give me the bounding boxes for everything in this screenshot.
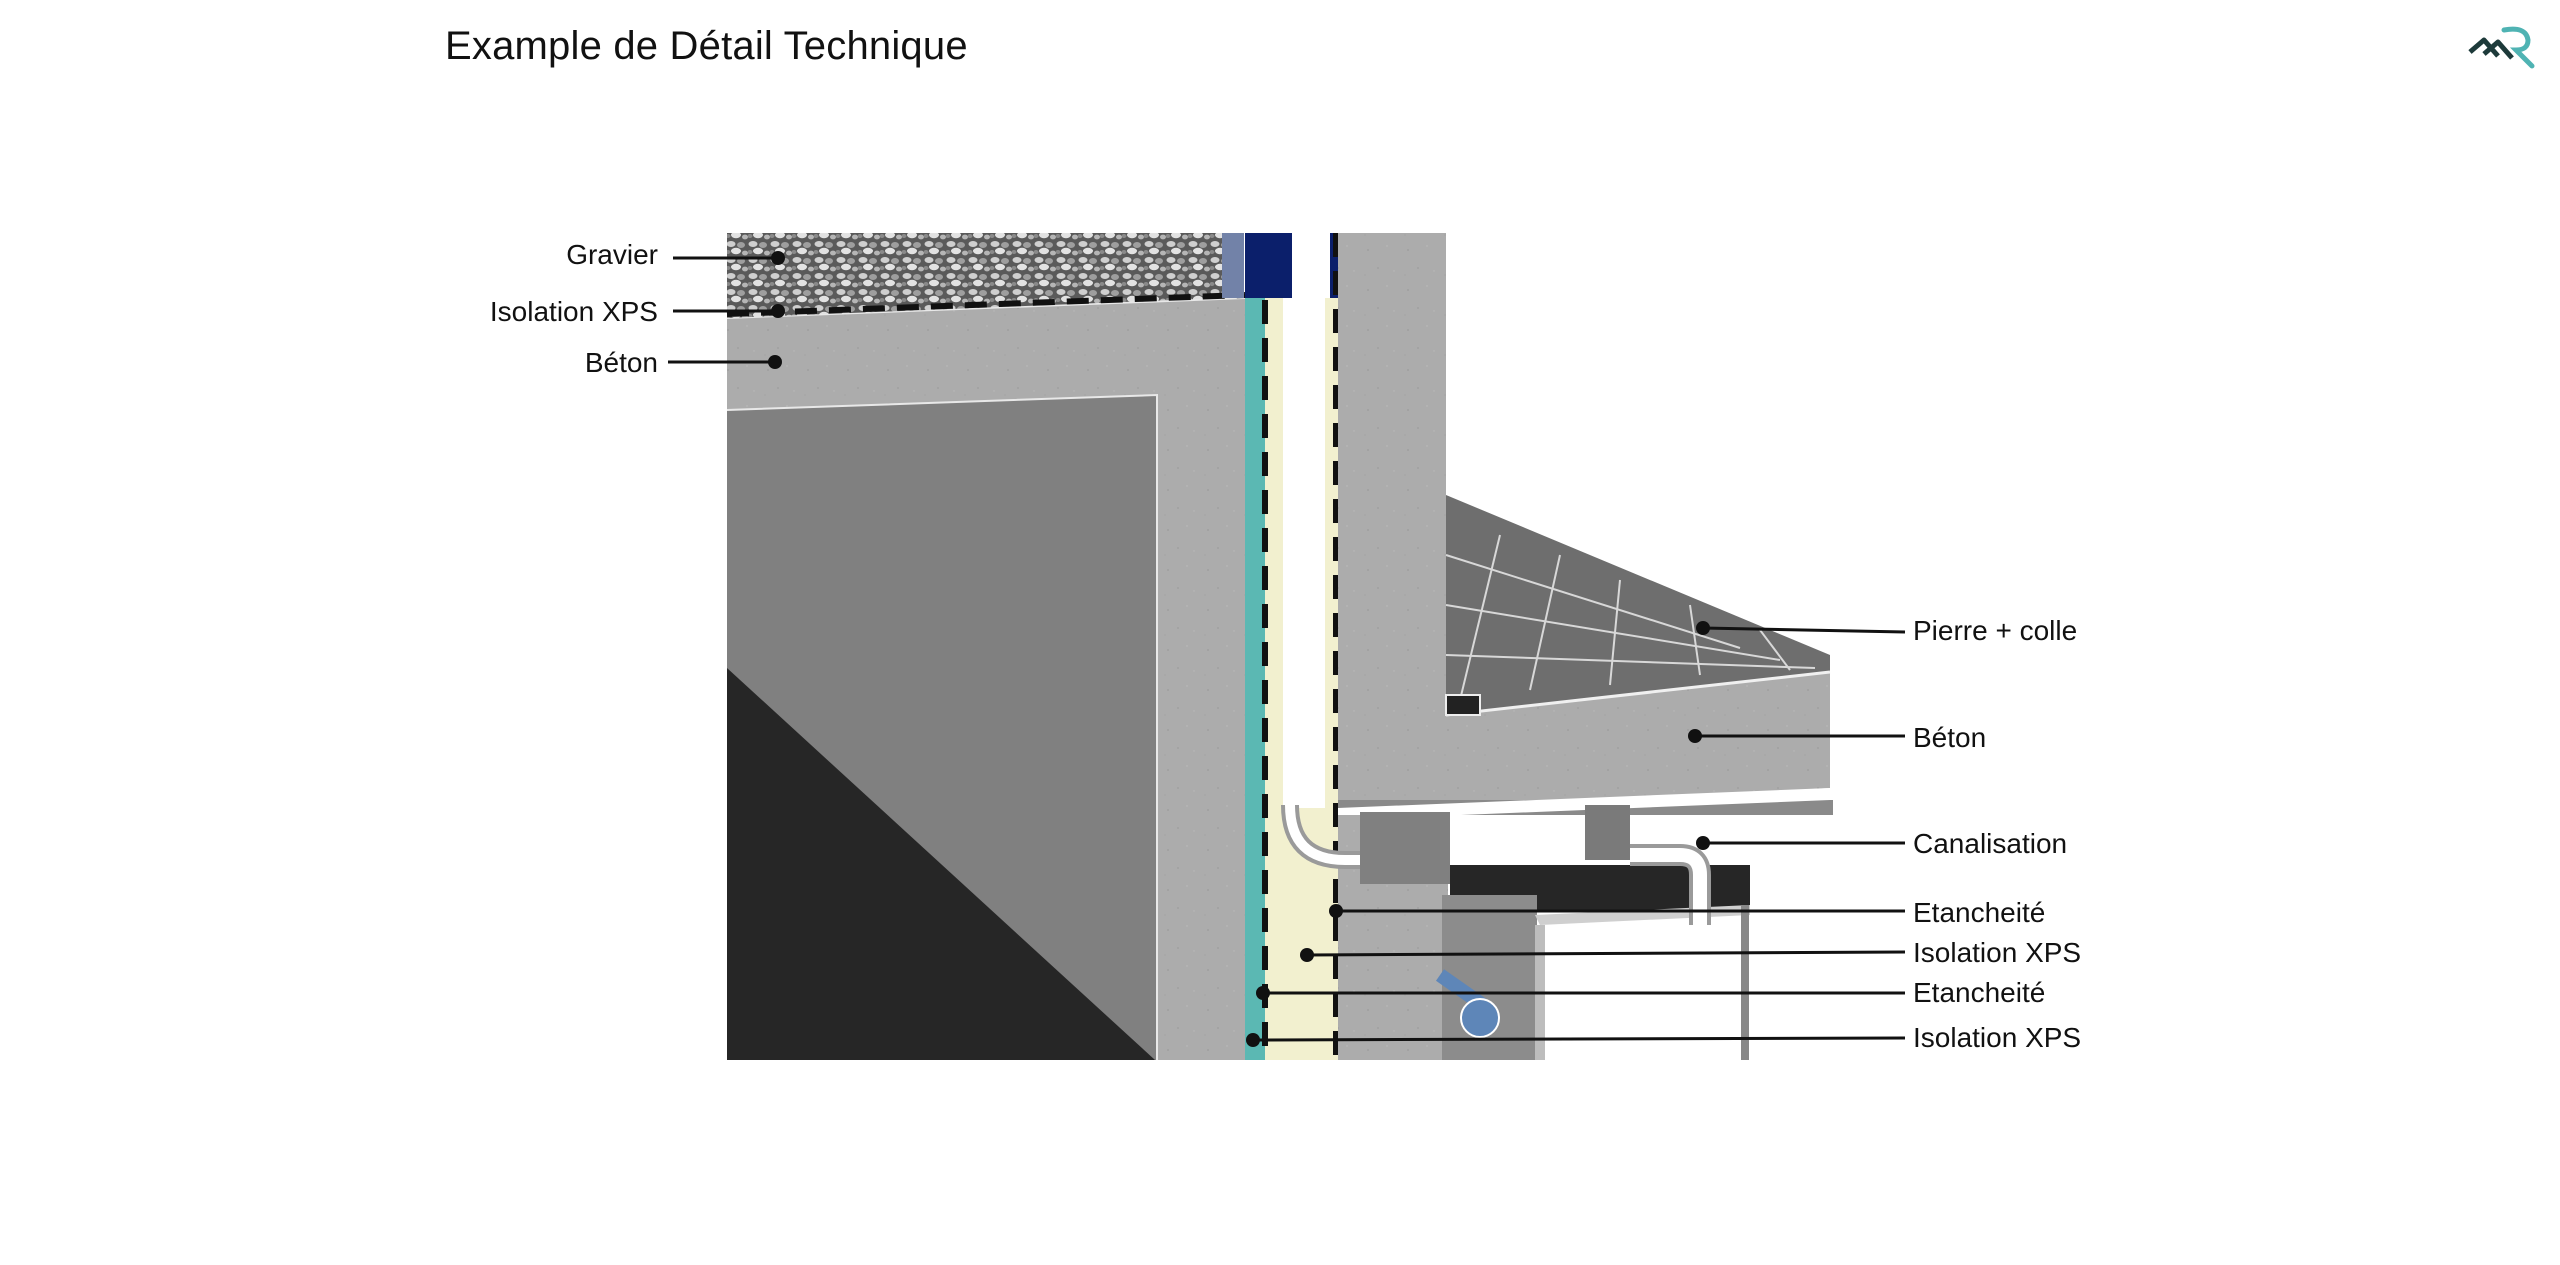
lower-structure: [1281, 804, 1750, 1060]
label-etancheite-1: Etancheité: [1913, 897, 2045, 928]
labels-left: Gravier Isolation XPS Béton: [490, 239, 658, 378]
label-isolation-xps-2: Isolation XPS: [1913, 1022, 2081, 1053]
blue-grey-trim: [1222, 233, 1244, 298]
label-pierre-colle: Pierre + colle: [1913, 615, 2077, 646]
concrete-roof-wall: [726, 297, 1246, 1060]
leader-lines: [668, 251, 1906, 1047]
xps-membrane-top: [726, 292, 1246, 317]
page-title: Example de Détail Technique: [445, 24, 968, 68]
label-beton-floor: Béton: [1913, 722, 1986, 753]
label-gravier: Gravier: [566, 239, 658, 270]
gravel-layer: [727, 233, 1222, 318]
wall-joint-layers: [1245, 233, 1340, 1060]
label-canalisation: Canalisation: [1913, 828, 2067, 859]
label-isolation-xps-1: Isolation XPS: [1913, 937, 2081, 968]
floor-slab: [1338, 495, 1833, 820]
label-beton-top: Béton: [585, 347, 658, 378]
soil-area: [727, 395, 1157, 1060]
concrete-right-wall: [1338, 233, 1446, 813]
label-etancheite-2: Etancheité: [1913, 977, 2045, 1008]
label-isolation-xps-top: Isolation XPS: [490, 296, 658, 327]
labels-right: Pierre + colle Béton Canalisation Etanch…: [1913, 615, 2081, 1053]
mountain-r-logo-icon: [2468, 26, 2535, 69]
